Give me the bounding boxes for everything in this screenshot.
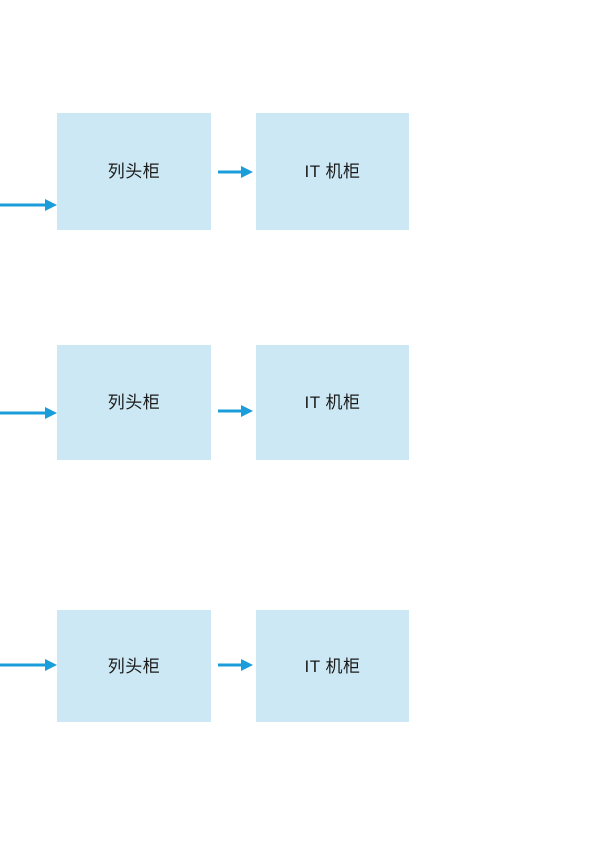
connector-arrow-row-2 — [218, 405, 253, 417]
node-row2-it-cabinet[interactable]: IT 机柜 — [256, 345, 409, 460]
node-label: 列头柜 — [107, 393, 161, 412]
node-label: IT 机柜 — [304, 393, 361, 412]
node-label: 列头柜 — [107, 162, 161, 181]
node-row1-it-cabinet[interactable]: IT 机柜 — [256, 113, 409, 230]
node-label: 列头柜 — [107, 656, 161, 676]
inbound-arrow-row-1 — [0, 199, 57, 211]
inbound-arrow-row-2 — [0, 407, 57, 419]
node-label: IT 机柜 — [304, 162, 361, 181]
connector-arrow-row-3 — [218, 659, 253, 671]
connector-arrow-row-1 — [218, 166, 253, 178]
node-label: IT 机柜 — [304, 656, 361, 676]
node-row2-column-head-cabinet[interactable]: 列头柜 — [57, 345, 211, 460]
node-row3-it-cabinet[interactable]: IT 机柜 — [256, 610, 409, 722]
inbound-arrow-row-3 — [0, 659, 57, 671]
node-row3-column-head-cabinet[interactable]: 列头柜 — [57, 610, 211, 722]
node-row1-column-head-cabinet[interactable]: 列头柜 — [57, 113, 211, 230]
